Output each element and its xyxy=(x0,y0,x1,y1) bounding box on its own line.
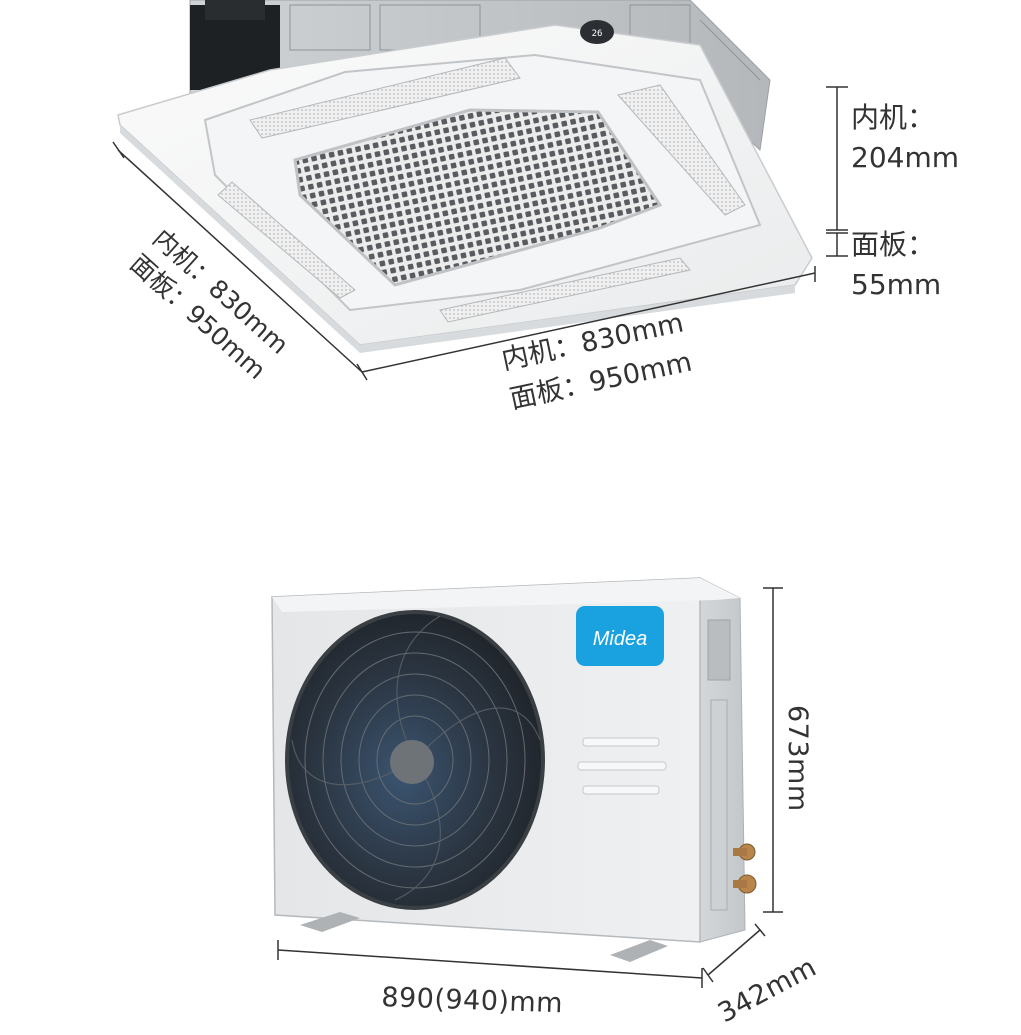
panel-height-title: 面板： xyxy=(851,228,936,261)
panel-height-value: 55mm xyxy=(851,268,942,301)
midea-logo xyxy=(576,606,664,666)
panel-height-label: 面板： 55mm xyxy=(851,225,941,305)
indoor-unit-panel: 26 xyxy=(117,20,813,353)
outdoor-width-label: 890(940)mm xyxy=(380,981,564,1020)
svg-text:Midea: Midea xyxy=(593,628,647,650)
outdoor-dimension-lines xyxy=(277,587,783,988)
svg-text:26: 26 xyxy=(592,29,603,39)
outdoor-unit-graphic: Midea xyxy=(271,577,757,962)
outdoor-height-label: 673mm xyxy=(782,705,813,812)
indoor-unit-height-value: 204mm xyxy=(851,141,959,174)
outdoor-vent-slots xyxy=(577,737,667,795)
indoor-dimension-lines xyxy=(112,86,848,381)
indoor-height-label: 内机： 204mm xyxy=(851,98,959,178)
indoor-unit-height-title: 内机： xyxy=(851,101,936,134)
